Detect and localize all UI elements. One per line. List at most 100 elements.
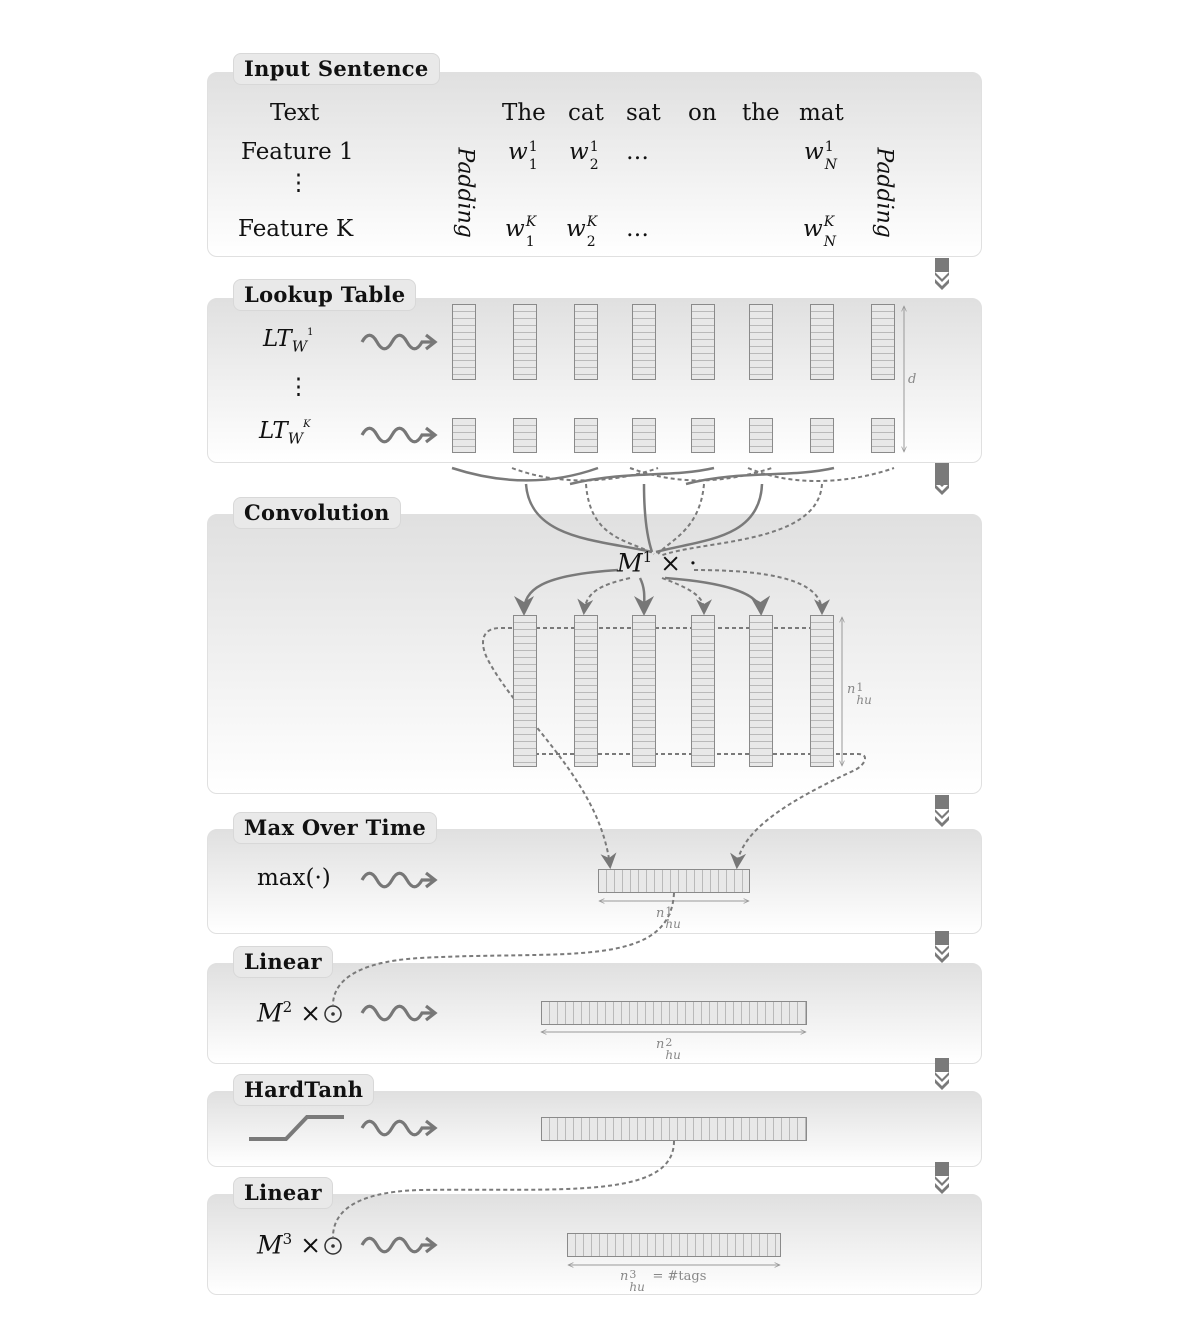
feature-vdots: ⋮ bbox=[287, 170, 310, 196]
conv-output-vector bbox=[691, 615, 715, 767]
f1-token-sup: 1 bbox=[589, 139, 599, 155]
hardtanh-output-vector bbox=[541, 1117, 807, 1141]
lt-wk-sup: K bbox=[303, 419, 311, 431]
conv-op-rest: × · bbox=[660, 548, 697, 578]
convolution-title: Convolution bbox=[233, 497, 401, 529]
lookup-vdots: ⋮ bbox=[287, 374, 310, 400]
feature-k-label: Feature K bbox=[238, 216, 354, 242]
max-dim-sup: 1 bbox=[665, 905, 673, 918]
f1-token-base: w bbox=[569, 139, 589, 165]
feature-1-label: Feature 1 bbox=[241, 139, 354, 165]
max-over-time-panel bbox=[207, 829, 982, 934]
f1-token-sup: 1 bbox=[528, 139, 538, 155]
linear-2-dim-rest: = #tags bbox=[652, 1269, 707, 1284]
linear-1-operator: M2 × bbox=[257, 998, 321, 1027]
input-sentence-title: Input Sentence bbox=[233, 53, 440, 85]
word-the: The bbox=[502, 100, 546, 126]
linear-2-dim-sub: hu bbox=[629, 1280, 645, 1294]
f1-token-base: w bbox=[804, 139, 824, 165]
lookup-vector-wk bbox=[574, 418, 598, 453]
fk-token-sup: K bbox=[823, 214, 835, 230]
hardtanh-title: HardTanh bbox=[233, 1074, 375, 1106]
lt-wk-base: LT bbox=[259, 418, 288, 444]
lookup-vector-w1 bbox=[513, 304, 537, 380]
linear-1-output-vector bbox=[541, 1001, 807, 1025]
input-sentence-panel bbox=[207, 72, 982, 257]
conv-output-vector bbox=[632, 615, 656, 767]
lookup-vector-w1 bbox=[871, 304, 895, 380]
fk-token-sub: N bbox=[823, 234, 836, 250]
lookup-vector-w1 bbox=[632, 304, 656, 380]
conv-output-vector bbox=[574, 615, 598, 767]
max-over-time-title: Max Over Time bbox=[233, 812, 437, 844]
fk-token-sub: 2 bbox=[586, 234, 596, 250]
lookup-vector-wk bbox=[691, 418, 715, 453]
conv-op-sup: 1 bbox=[642, 548, 653, 566]
word-cat: cat bbox=[568, 100, 604, 126]
conv-output-vector bbox=[810, 615, 834, 767]
f1-token-base: w bbox=[508, 139, 528, 165]
linear-2-dim-base: n bbox=[620, 1269, 629, 1284]
word-mat: mat bbox=[799, 100, 844, 126]
linear-2-title: Linear bbox=[233, 1177, 333, 1209]
max-dim-sub: hu bbox=[665, 917, 681, 931]
linear-1-dim-sub: hu bbox=[665, 1048, 681, 1062]
conv-output-vector bbox=[513, 615, 537, 767]
linear-1-dim-base: n bbox=[656, 1037, 665, 1052]
lookup-vector-wk bbox=[871, 418, 895, 453]
fk-token-base: w bbox=[505, 216, 525, 242]
f1-ellipsis: … bbox=[626, 139, 649, 165]
linear-2-dim-sup: 3 bbox=[629, 1268, 637, 1281]
fk-token-base: w bbox=[566, 216, 586, 242]
conv-dim-sup: 1 bbox=[856, 681, 864, 694]
odot-icon bbox=[324, 1005, 342, 1255]
linear-2-output-vector bbox=[567, 1233, 781, 1257]
lookup-vector-wk bbox=[452, 418, 476, 453]
word-the-2: the bbox=[742, 100, 780, 126]
lookup-vector-w1 bbox=[691, 304, 715, 380]
f1-token-sub: 2 bbox=[589, 157, 599, 173]
linear-1-dim-sup: 2 bbox=[665, 1036, 673, 1049]
lt-w1-sub: W bbox=[291, 337, 308, 356]
conv-dim-sub: hu bbox=[856, 693, 872, 707]
max-operator: max(·) bbox=[257, 865, 331, 891]
lookup-vector-wk bbox=[513, 418, 537, 453]
flow-chevron-icon bbox=[935, 258, 949, 1194]
linear-1-op-base: M bbox=[257, 998, 283, 1028]
linear-2-op-sup: 3 bbox=[282, 1230, 293, 1248]
conv-dim-base: n bbox=[847, 682, 856, 697]
lookup-vector-wk bbox=[810, 418, 834, 453]
f1-token-sub: N bbox=[824, 157, 837, 173]
f1-token-sup: 1 bbox=[824, 139, 834, 155]
conv-op-base: M bbox=[617, 548, 643, 578]
fk-token-sub: 1 bbox=[525, 234, 535, 250]
linear-2-operator: M3 × bbox=[257, 1230, 321, 1259]
lookup-vector-w1 bbox=[452, 304, 476, 380]
lookup-vector-w1 bbox=[574, 304, 598, 380]
lookup-table-title: Lookup Table bbox=[233, 279, 417, 311]
linear-1-op-rest: × bbox=[300, 998, 322, 1028]
linear-2-op-base: M bbox=[257, 1230, 283, 1260]
lookup-dim-label: d bbox=[908, 372, 917, 387]
padding-right-label: Padding bbox=[871, 147, 897, 238]
linear-1-op-sup: 2 bbox=[282, 998, 293, 1016]
fk-token-base: w bbox=[803, 216, 823, 242]
lt-w1-sup: 1 bbox=[307, 327, 314, 339]
conv-operator: M1 × · bbox=[617, 548, 697, 577]
fk-ellipsis: … bbox=[626, 216, 649, 242]
lt-w1-base: LT bbox=[263, 326, 292, 352]
word-on: on bbox=[688, 100, 717, 126]
max-output-vector bbox=[598, 869, 750, 893]
f1-token-sub: 1 bbox=[528, 157, 538, 173]
lt-wk-label: LTWK bbox=[259, 418, 311, 448]
max-dim-base: n bbox=[656, 906, 665, 921]
padding-left-label: Padding bbox=[452, 147, 478, 238]
fk-token-sup: K bbox=[525, 214, 537, 230]
